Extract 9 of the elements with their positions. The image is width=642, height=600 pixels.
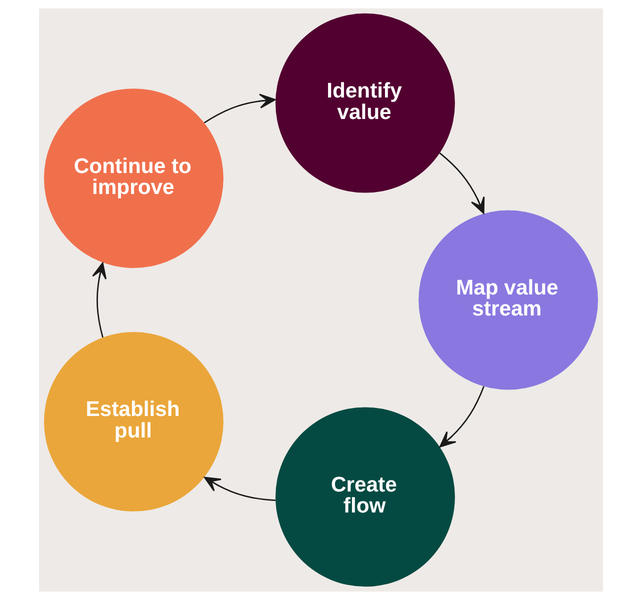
node-circle: Map value stream [418, 210, 598, 390]
arrow [439, 152, 485, 214]
arrow [92, 262, 107, 338]
arrow [204, 476, 276, 501]
node-circle: Identify value [276, 13, 455, 193]
node-circle: Create flow [276, 407, 455, 587]
node-circle: Continue to improve [44, 88, 224, 268]
arrow [439, 386, 484, 448]
arrow [204, 94, 276, 124]
